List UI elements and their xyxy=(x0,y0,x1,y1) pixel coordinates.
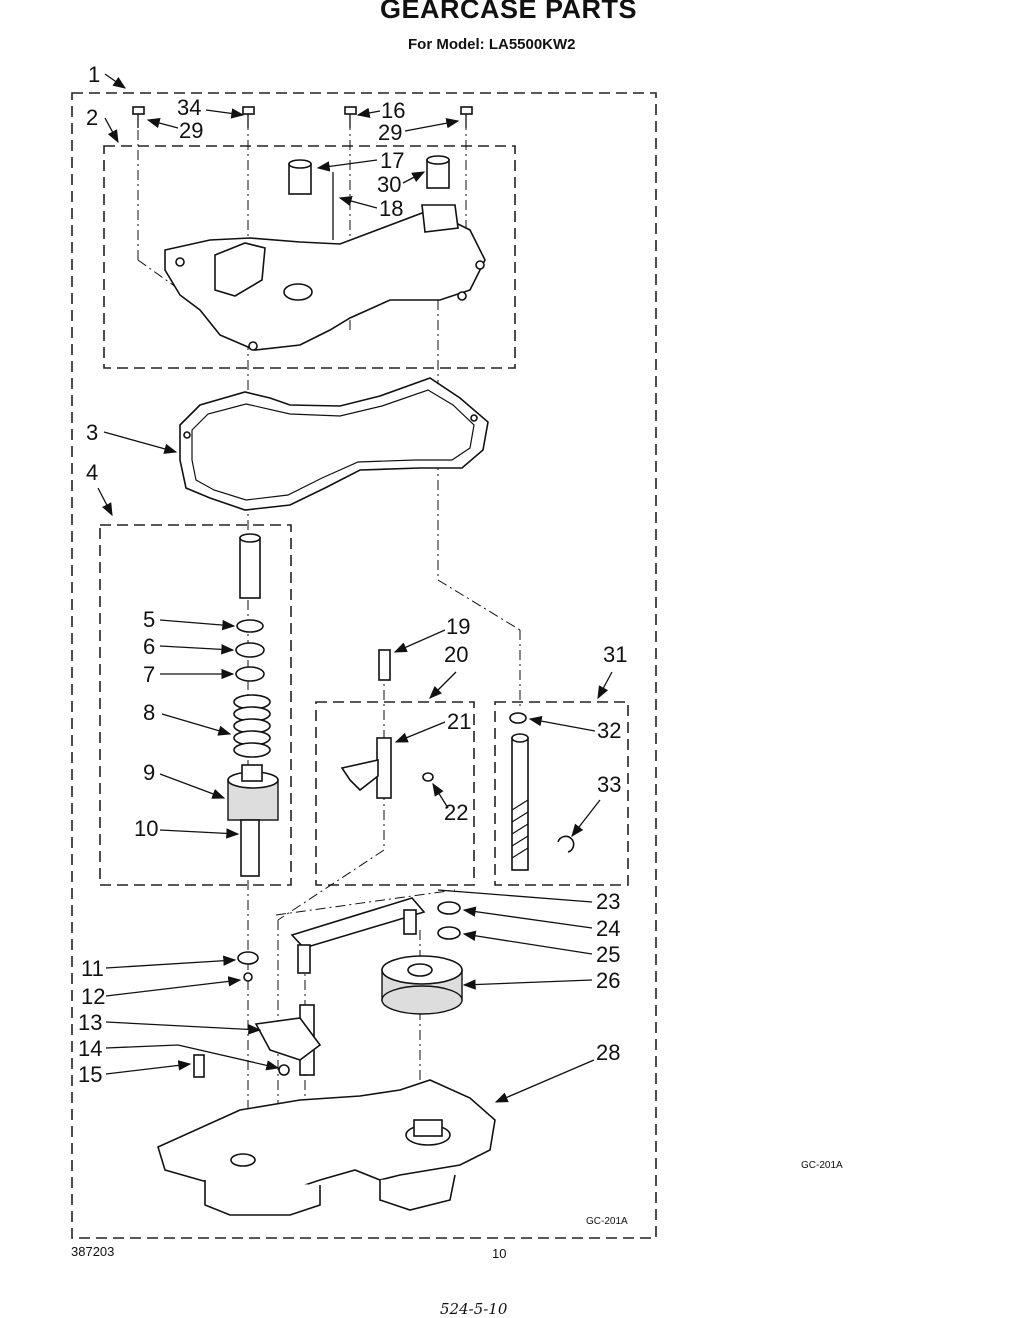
ball-12-icon xyxy=(243,972,253,982)
washer-32-icon xyxy=(509,712,527,724)
callout-21: 21 xyxy=(447,709,471,734)
pin-15-icon xyxy=(193,1054,205,1078)
callout-13: 13 xyxy=(78,1010,102,1035)
callout-34: 34 xyxy=(177,95,201,120)
callout-22: 22 xyxy=(444,800,468,825)
callout-29-right: 29 xyxy=(378,120,402,145)
callout-6: 6 xyxy=(143,634,155,659)
callout-18: 18 xyxy=(379,196,403,221)
drive-gear-26-icon xyxy=(381,955,463,1015)
shift-fork-box-20 xyxy=(315,701,475,886)
callout-7: 7 xyxy=(143,662,155,687)
ring-33-icon xyxy=(557,835,575,853)
figure-code-inner: GC-201A xyxy=(586,1216,628,1227)
callout-32: 32 xyxy=(597,718,621,743)
clip-22-icon xyxy=(422,772,434,782)
callout-2: 2 xyxy=(86,105,98,130)
figure-code-outer: GC-201A xyxy=(801,1160,843,1171)
callout-8: 8 xyxy=(143,700,155,725)
shift-fork-icon xyxy=(340,737,392,799)
callout-28: 28 xyxy=(596,1040,620,1065)
callout-30: 30 xyxy=(377,172,401,197)
callout-23: 23 xyxy=(596,889,620,914)
washer-25-icon xyxy=(437,926,461,940)
callout-19: 19 xyxy=(446,614,470,639)
bushing-30-icon xyxy=(426,155,450,189)
callout-29-left: 29 xyxy=(179,118,203,143)
washer-5-icon xyxy=(236,619,264,633)
shaft-box-31 xyxy=(494,701,629,886)
spring-8-icon xyxy=(233,694,271,758)
cover-box-2 xyxy=(103,145,516,369)
crank-link-icon xyxy=(290,897,426,974)
document-number: 387203 xyxy=(71,1244,115,1259)
screw-icon xyxy=(132,106,473,128)
page-number: 10 xyxy=(492,1246,507,1261)
callout-9: 9 xyxy=(143,760,155,785)
callout-24: 24 xyxy=(596,916,620,941)
pinion-box-4 xyxy=(99,524,292,886)
washer-6-icon xyxy=(235,642,265,658)
helix-shaft-icon xyxy=(511,733,529,871)
callout-15: 15 xyxy=(78,1062,102,1087)
callout-11: 11 xyxy=(81,956,104,981)
callout-12: 12 xyxy=(81,984,105,1009)
callout-10: 10 xyxy=(134,816,158,841)
pinion-shaft-10-icon xyxy=(240,819,260,877)
washer-24-icon xyxy=(437,901,461,915)
handwritten-note: 524-5-10 xyxy=(440,1300,508,1318)
pinion-gear-9-icon xyxy=(227,764,279,821)
cap-11-icon xyxy=(237,951,259,965)
washer-14-icon xyxy=(278,1064,290,1076)
callout-25: 25 xyxy=(596,942,620,967)
callout-3: 3 xyxy=(86,420,98,445)
model-subtitle: For Model: LA5500KW2 xyxy=(408,36,576,53)
callout-14: 14 xyxy=(78,1036,102,1061)
callout-31: 31 xyxy=(603,642,627,667)
callout-5: 5 xyxy=(143,607,155,632)
washer-7-icon xyxy=(235,666,265,682)
callout-26: 26 xyxy=(596,968,620,993)
assembly-box-1 xyxy=(71,92,657,1239)
callout-16: 16 xyxy=(381,98,405,123)
callout-1: 1 xyxy=(88,62,100,87)
shifter-13-icon xyxy=(254,1004,322,1076)
callout-33: 33 xyxy=(597,772,621,797)
callout-20: 20 xyxy=(444,642,468,667)
bushing-17-icon xyxy=(288,159,312,195)
spring-19-icon xyxy=(378,649,391,681)
page-title: GEARCASE PARTS xyxy=(380,0,638,24)
callout-17: 17 xyxy=(380,148,404,173)
callout-labels: 1 2 34 29 16 29 17 30 18 3 4 5 6 7 8 9 1… xyxy=(78,62,627,1087)
pinion-shaft-icon xyxy=(239,533,261,599)
callout-4: 4 xyxy=(86,460,98,485)
leader-lines xyxy=(97,73,613,1103)
gasket-icon xyxy=(179,377,489,511)
